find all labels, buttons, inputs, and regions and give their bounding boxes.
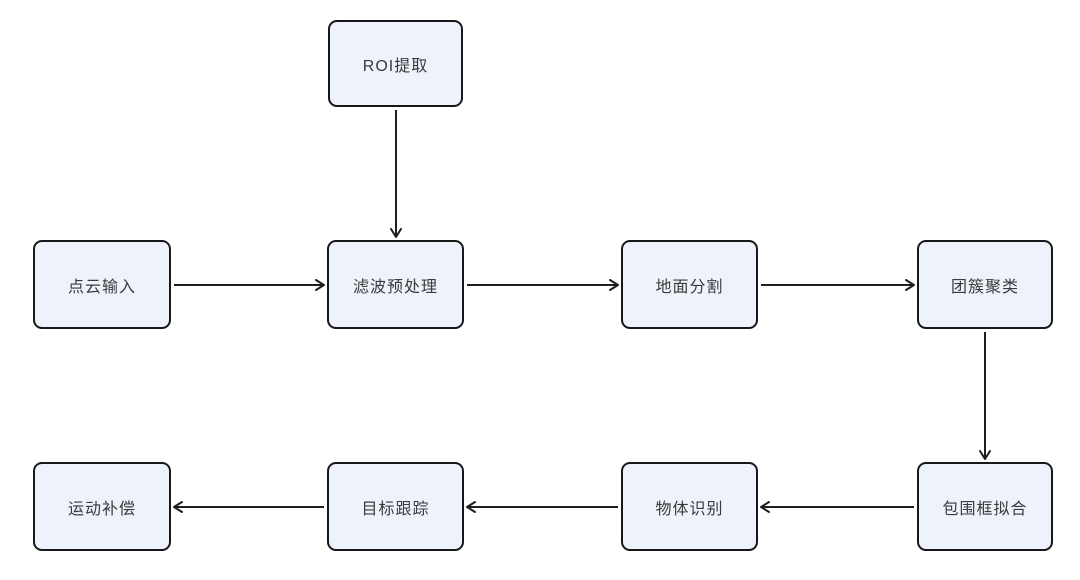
flow-node-cluster: 团簇聚类 — [917, 240, 1053, 329]
flow-node-label: 物体识别 — [655, 500, 724, 518]
flow-node-roi: ROI提取 — [328, 20, 463, 107]
flow-node-input: 点云输入 — [33, 240, 171, 329]
flow-node-track: 目标跟踪 — [327, 462, 464, 551]
flow-node-ground: 地面分割 — [621, 240, 758, 329]
flow-node-label: 点云输入 — [67, 278, 136, 296]
flow-node-label: ROI提取 — [362, 57, 429, 75]
flow-node-label: 地面分割 — [655, 278, 724, 296]
flow-node-label: 目标跟踪 — [361, 500, 430, 518]
flow-node-motion: 运动补偿 — [33, 462, 171, 551]
flow-node-label: 运动补偿 — [67, 500, 136, 518]
flow-node-label: 包围框拟合 — [942, 500, 1028, 518]
flow-node-filter: 滤波预处理 — [327, 240, 464, 329]
flow-node-label: 团簇聚类 — [950, 278, 1019, 296]
flow-node-label: 滤波预处理 — [352, 278, 438, 296]
flow-node-bbox: 包围框拟合 — [917, 462, 1053, 551]
flow-node-object: 物体识别 — [621, 462, 758, 551]
